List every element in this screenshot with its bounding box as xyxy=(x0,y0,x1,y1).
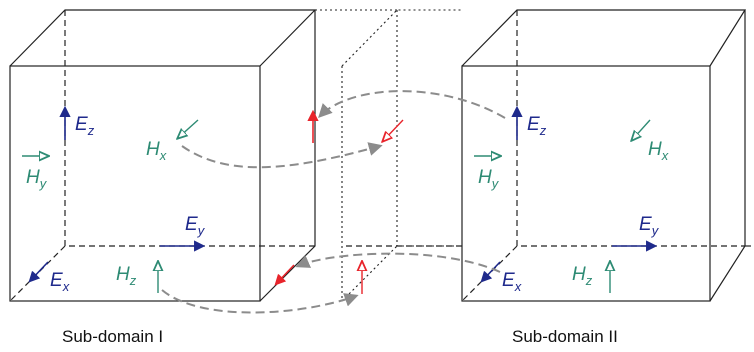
ez-label-left: Ez xyxy=(75,114,95,138)
exchange-arrow-ex-to-subdomain1 xyxy=(295,252,501,273)
hz-label-right: Hz xyxy=(572,264,593,288)
ez-label-right: Ez xyxy=(527,114,547,138)
ex-boundary-arrow xyxy=(274,264,295,286)
ex-label-right: Ex xyxy=(502,270,522,294)
ex-arrow-right xyxy=(480,261,501,283)
exchange-arrows xyxy=(161,90,506,314)
exchange-arrow-hz-to-boundary xyxy=(161,289,359,314)
ey-label-left: Ey xyxy=(185,214,206,238)
hx-boundary-arrow xyxy=(383,119,404,141)
hx-label-left: Hx xyxy=(146,139,167,163)
caption-subdomain-2: Sub-domain II xyxy=(512,327,618,346)
caption-subdomain-1: Sub-domain I xyxy=(62,327,163,346)
hx-label-right: Hx xyxy=(648,139,669,163)
hz-label-left: Hz xyxy=(116,264,137,288)
hy-label-left: Hy xyxy=(26,167,48,191)
cube-subdomain-2 xyxy=(342,9,754,302)
ex-arrow-left xyxy=(28,261,49,283)
ex-label-left: Ex xyxy=(50,270,70,294)
hx-arrow-left xyxy=(178,119,199,138)
ey-label-right: Ey xyxy=(639,214,660,238)
exchange-arrow-ez-to-subdomain1 xyxy=(318,90,506,119)
hy-label-right: Hy xyxy=(478,167,500,191)
hx-arrow-right xyxy=(632,119,651,140)
exchange-arrow-hx-to-boundary xyxy=(181,142,383,169)
